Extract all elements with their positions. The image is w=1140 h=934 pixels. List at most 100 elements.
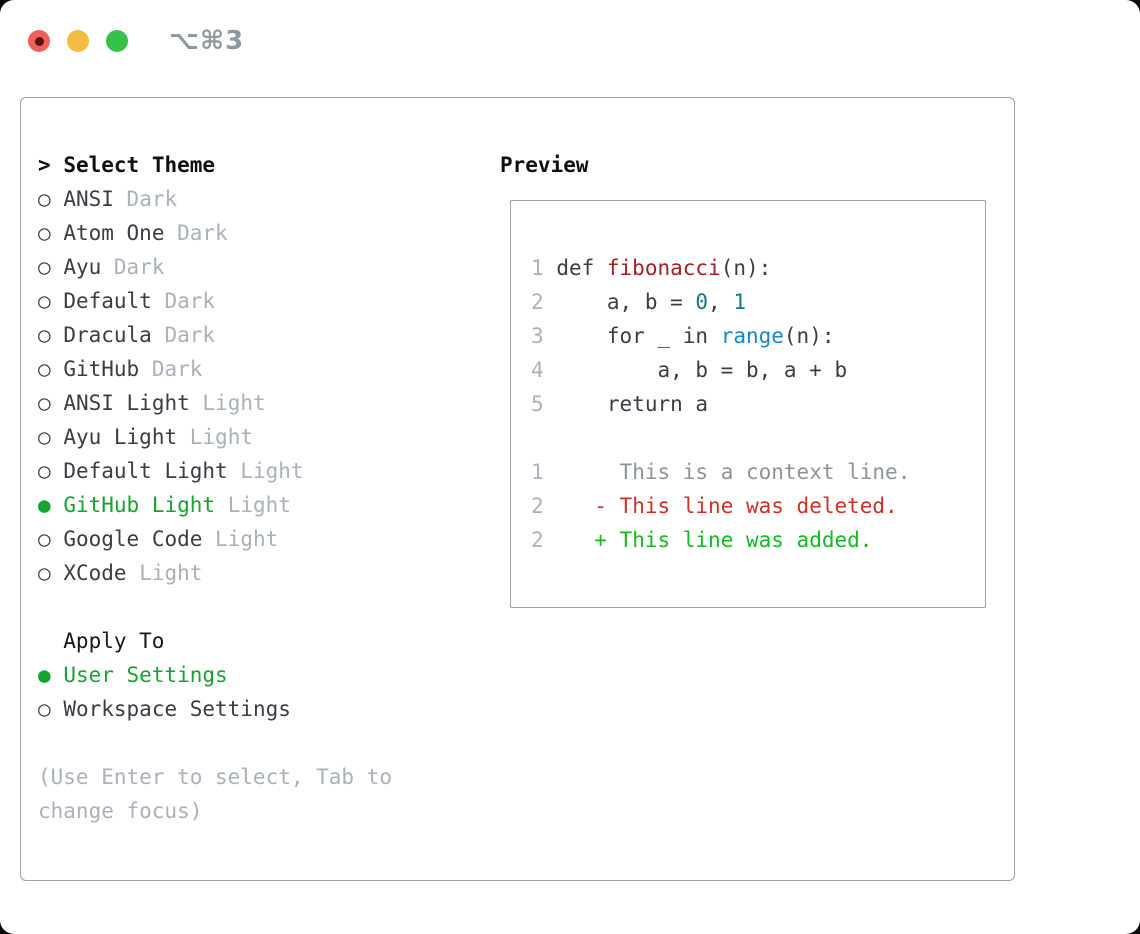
select-theme-title: Select Theme	[63, 153, 216, 177]
diff-marker: -	[594, 494, 607, 518]
radio-selected-icon: ●	[38, 663, 51, 687]
theme-name: Dracula	[63, 323, 152, 347]
diff-marker	[594, 460, 607, 484]
theme-option-dracula[interactable]: ○ Dracula Dark	[38, 318, 500, 352]
line-number: 1	[531, 256, 544, 280]
apply-option-workspace-settings[interactable]: ○ Workspace Settings	[38, 692, 500, 726]
code-token: a, b = b, a + b	[556, 358, 848, 382]
code-token: ,	[708, 290, 734, 314]
theme-option-ayu[interactable]: ○ Ayu Dark	[38, 250, 500, 284]
minimize-button[interactable]	[67, 30, 89, 52]
unsaved-dot-icon	[34, 36, 44, 46]
code-line: 5 return a	[531, 387, 985, 421]
radio-icon: ○	[38, 697, 51, 721]
line-number: 2	[531, 290, 544, 314]
radio-icon: ○	[38, 425, 51, 449]
code-token: 1	[733, 290, 746, 314]
preview-title: Preview	[500, 153, 589, 177]
theme-name: Google Code	[63, 527, 203, 551]
code-token: range	[720, 324, 784, 348]
code-token: (n):	[720, 256, 772, 280]
theme-variant: Dark	[177, 221, 228, 245]
window-title-shortcut: ⌥⌘3	[169, 26, 245, 56]
line-number: 2	[531, 528, 544, 552]
theme-variant: Dark	[164, 289, 216, 313]
theme-option-default[interactable]: ○ Default Dark	[38, 284, 500, 318]
theme-name: ANSI	[63, 187, 114, 211]
code-token: (n):	[783, 324, 835, 348]
code-line: 2 a, b = 0, 1	[531, 285, 985, 319]
line-number: 1	[531, 460, 544, 484]
theme-variant: Dark	[164, 323, 216, 347]
theme-name: GitHub Light	[63, 493, 216, 517]
code-token: a, b =	[556, 290, 696, 314]
code-line: 1 def fibonacci(n):	[531, 251, 985, 285]
titlebar: ⌥⌘3	[28, 26, 244, 56]
close-button[interactable]	[28, 30, 50, 52]
theme-option-ayu-light[interactable]: ○ Ayu Light Light	[38, 420, 500, 454]
line-number: 3	[531, 324, 544, 348]
theme-name: Default Light	[63, 459, 228, 483]
theme-option-ansi-light[interactable]: ○ ANSI Light Light	[38, 386, 500, 420]
code-token: return a	[556, 392, 709, 416]
radio-icon: ○	[38, 221, 51, 245]
apply-to-list: ● User Settings○ Workspace Settings	[38, 658, 500, 726]
hint-line-2: change focus)	[38, 799, 203, 823]
theme-list-column: > Select Theme ○ ANSI Dark○ Atom One Dar…	[38, 148, 500, 880]
apply-to-header: Apply To	[63, 629, 165, 653]
zoom-button[interactable]	[106, 30, 128, 52]
radio-icon: ○	[38, 459, 51, 483]
diff-text: This is a context line.	[619, 460, 911, 484]
theme-name: Ayu Light	[63, 425, 178, 449]
theme-variant: Light	[189, 425, 253, 449]
radio-selected-icon: ●	[38, 493, 51, 517]
theme-option-xcode[interactable]: ○ XCode Light	[38, 556, 500, 590]
theme-name: Ayu	[63, 255, 102, 279]
line-number: 5	[531, 392, 544, 416]
theme-name: Atom One	[63, 221, 165, 245]
apply-option-user-settings[interactable]: ● User Settings	[38, 658, 500, 692]
code-token: for _ in	[556, 324, 721, 348]
theme-option-default-light[interactable]: ○ Default Light Light	[38, 454, 500, 488]
radio-icon: ○	[38, 561, 51, 585]
radio-icon: ○	[38, 391, 51, 415]
diff-text: This line was deleted.	[619, 494, 898, 518]
code-token: fibonacci	[606, 256, 721, 280]
diff-line-deleted: 2 - This line was deleted.	[531, 489, 985, 523]
diff-preview: 1 This is a context line.2 - This line w…	[531, 455, 985, 557]
theme-variant: Dark	[113, 255, 165, 279]
code-token: def	[556, 256, 607, 280]
line-number: 4	[531, 358, 544, 382]
cursor-prefix-icon: >	[38, 153, 51, 177]
diff-marker: +	[594, 528, 607, 552]
theme-option-atom-one[interactable]: ○ Atom One Dark	[38, 216, 500, 250]
theme-variant: Light	[227, 493, 291, 517]
radio-icon: ○	[38, 187, 51, 211]
radio-icon: ○	[38, 357, 51, 381]
code-line: 3 for _ in range(n):	[531, 319, 985, 353]
radio-icon: ○	[38, 289, 51, 313]
diff-line-added: 2 + This line was added.	[531, 523, 985, 557]
hint-line-1: (Use Enter to select, Tab to	[38, 765, 393, 789]
diff-line-context: 1 This is a context line.	[531, 455, 985, 489]
radio-icon: ○	[38, 527, 51, 551]
apply-option-name: User Settings	[63, 663, 228, 687]
theme-option-google-code[interactable]: ○ Google Code Light	[38, 522, 500, 556]
line-number: 2	[531, 494, 544, 518]
theme-variant: Light	[202, 391, 266, 415]
preview-column: Preview 1 def fibonacci(n):2 a, b = 0, 1…	[500, 148, 986, 880]
radio-icon: ○	[38, 255, 51, 279]
apply-option-name: Workspace Settings	[63, 697, 291, 721]
theme-name: ANSI Light	[63, 391, 190, 415]
theme-list: ○ ANSI Dark○ Atom One Dark○ Ayu Dark○ De…	[38, 182, 500, 590]
theme-variant: Light	[240, 459, 304, 483]
theme-option-github[interactable]: ○ GitHub Dark	[38, 352, 500, 386]
code-line: 4 a, b = b, a + b	[531, 353, 985, 387]
theme-name: GitHub	[63, 357, 140, 381]
theme-picker-panel: > Select Theme ○ ANSI Dark○ Atom One Dar…	[20, 97, 1015, 881]
theme-option-ansi[interactable]: ○ ANSI Dark	[38, 182, 500, 216]
theme-name: Default	[63, 289, 152, 313]
theme-option-github-light[interactable]: ● GitHub Light Light	[38, 488, 500, 522]
